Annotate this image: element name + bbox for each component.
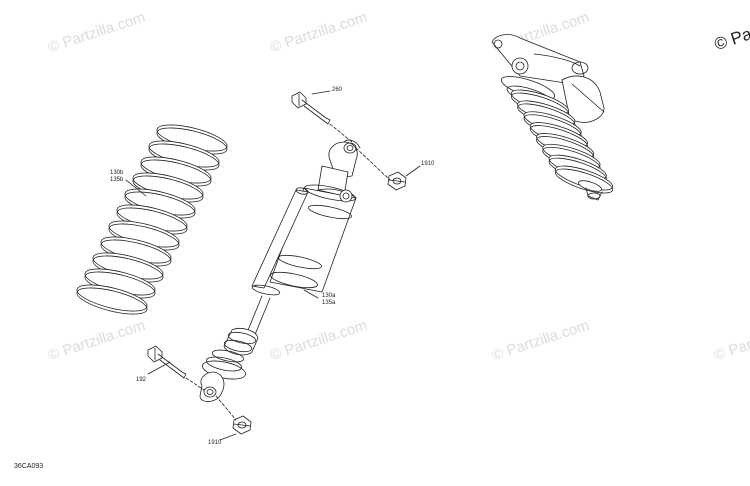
assembled-spring <box>510 89 614 194</box>
bottom-nut <box>232 415 252 435</box>
callout-1910-top: 1910 <box>421 161 435 167</box>
axis-line <box>355 147 391 181</box>
axis-line <box>185 377 205 391</box>
callout-135b: 135b <box>110 177 124 183</box>
callout-192: 192 <box>136 377 147 383</box>
leader-line <box>219 433 237 441</box>
diagram-code: 36CA093 <box>14 463 44 470</box>
callout-130a: 130a <box>322 293 336 299</box>
axis-line <box>329 123 353 143</box>
leader-line <box>125 179 147 197</box>
spring-coil <box>554 168 614 194</box>
bottom-bolt <box>147 345 187 379</box>
spring-coil <box>76 284 148 312</box>
leader-line <box>147 361 171 375</box>
spring-coil <box>76 287 148 315</box>
top-bolt <box>291 91 331 125</box>
coil-spring <box>76 124 228 315</box>
assembled-shock-bottom <box>578 180 603 201</box>
callout-135a: 135a <box>322 300 336 306</box>
callout-260: 260 <box>332 87 343 93</box>
leader-line <box>405 165 421 177</box>
callout-1910-bottom: 1910 <box>208 440 222 446</box>
assembled-shock <box>491 34 605 123</box>
callout-130b: 130b <box>110 170 124 176</box>
leader-line <box>303 289 319 299</box>
main-shock-absorber <box>199 139 361 402</box>
axis-line <box>215 395 237 421</box>
top-nut <box>387 171 407 191</box>
leader-line <box>311 90 331 95</box>
